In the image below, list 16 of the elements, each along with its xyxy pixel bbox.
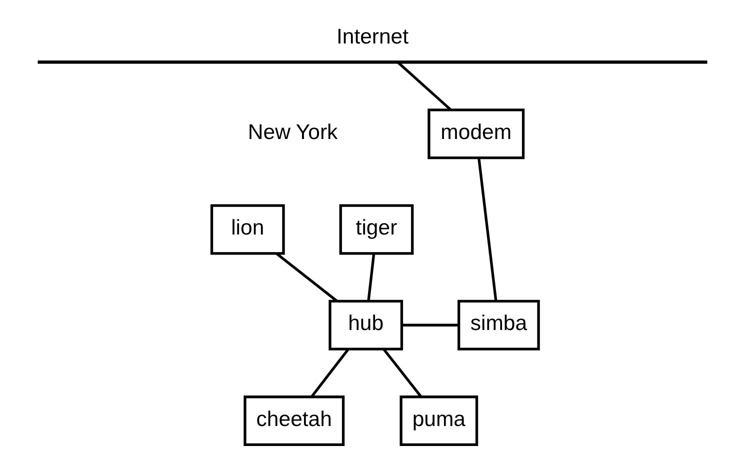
connector — [276, 252, 338, 302]
node-text: Internet — [336, 24, 408, 48]
node-box: lion — [210, 204, 284, 254]
node-box: puma — [399, 395, 478, 446]
node-box: cheetah — [243, 395, 344, 446]
connector — [382, 348, 422, 398]
connector — [396, 61, 452, 110]
connector — [310, 348, 349, 398]
connector — [477, 157, 497, 301]
node-box: simba — [457, 299, 540, 350]
node-box: modem — [427, 108, 524, 159]
node-box: tiger — [338, 204, 414, 254]
connector — [402, 323, 458, 326]
connector — [366, 253, 375, 301]
node-box: hub — [328, 299, 403, 350]
label: New York — [247, 119, 338, 144]
